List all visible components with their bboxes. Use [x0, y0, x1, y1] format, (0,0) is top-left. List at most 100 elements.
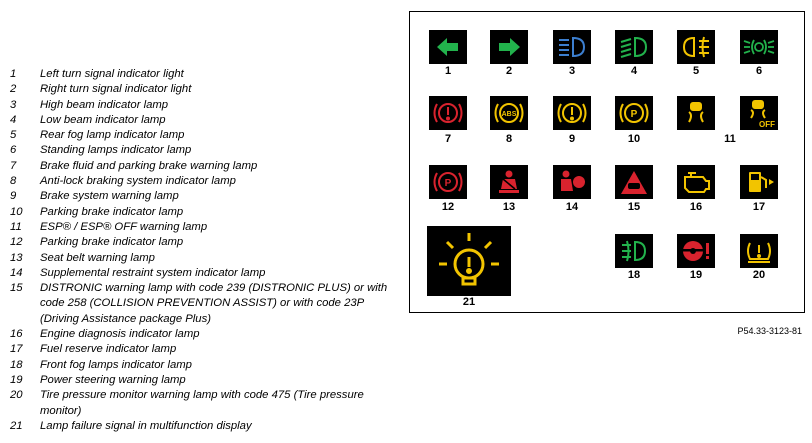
- item-text: Power steering warning lamp: [40, 373, 186, 386]
- list-item: 12 Parking brake indicator lamp: [10, 235, 390, 250]
- item-number: 8: [10, 175, 17, 188]
- item-text: Standing lamps indicator lamp: [40, 144, 192, 157]
- high-beam-icon: [553, 30, 591, 64]
- left-arrow-icon: [429, 30, 467, 64]
- lamp-number: 3: [568, 65, 576, 77]
- lamp-number: 1: [444, 65, 452, 77]
- item-number: 15: [10, 282, 23, 295]
- item-number: 17: [10, 343, 23, 356]
- parking-badge: P: [445, 178, 452, 189]
- lamp-number: 6: [755, 65, 763, 77]
- item-number: 19: [10, 373, 23, 386]
- abs-icon: ABS: [490, 96, 528, 130]
- lamp-number: 8: [505, 133, 513, 145]
- lamp-number: 12: [441, 201, 455, 213]
- lamp-number: 11: [724, 133, 736, 145]
- list-item: 7 Brake fluid and parking brake warning l…: [10, 159, 390, 174]
- lamp-number: 16: [689, 201, 703, 213]
- tire-pressure-icon: [740, 234, 778, 268]
- lamp-number: 20: [752, 269, 766, 281]
- item-number: 5: [10, 129, 17, 142]
- item-number: 12: [10, 236, 23, 249]
- item-number: 2: [10, 83, 17, 96]
- item-text: Low beam indicator lamp: [40, 113, 166, 126]
- right-arrow-icon: [490, 30, 528, 64]
- list-item: 4 Low beam indicator lamp: [10, 113, 390, 128]
- item-number: 10: [10, 205, 23, 218]
- item-number: 18: [10, 358, 23, 371]
- item-number: 7: [10, 159, 17, 172]
- lamp-failure-icon: [427, 226, 511, 296]
- rear-fog-icon: [677, 30, 715, 64]
- item-text: Tire pressure monitor warning lamp with …: [40, 389, 364, 417]
- parking-brake-icon: P: [429, 165, 467, 199]
- item-number: 14: [10, 266, 23, 279]
- power-steering-icon: [677, 234, 715, 268]
- list-item: 14 Supplemental restraint system indicato…: [10, 266, 390, 281]
- item-number: 20: [10, 389, 23, 402]
- list-item: 9 Brake system warning lamp: [10, 189, 390, 204]
- item-number: 9: [10, 190, 17, 203]
- item-text: Parking brake indicator lamp: [40, 236, 184, 249]
- list-item: 18 Front fog lamps indicator lamp: [10, 358, 390, 373]
- lamp-number: 10: [627, 133, 641, 145]
- item-text: Left turn signal indicator light: [40, 68, 184, 80]
- esp-icon: [677, 96, 715, 130]
- distronic-icon: [615, 165, 653, 199]
- list-item: 2 Right turn signal indicator light: [10, 82, 390, 97]
- item-text: High beam indicator lamp: [40, 98, 169, 111]
- low-beam-icon: [615, 30, 653, 64]
- list-item: 21 Lamp failure signal in multifunction d…: [10, 419, 390, 434]
- list-item: 20 Tire pressure monitor warning lamp wit…: [10, 388, 390, 419]
- list-item: 3 High beam indicator lamp: [10, 98, 390, 113]
- lamp-number: 17: [752, 201, 766, 213]
- lamp-number: 15: [627, 201, 641, 213]
- lamp-number: 2: [505, 65, 513, 77]
- list-item: 10 Parking brake indicator lamp: [10, 205, 390, 220]
- esp-off-badge: OFF: [759, 120, 775, 129]
- brake-system-icon: [553, 96, 591, 130]
- seat-belt-icon: [490, 165, 528, 199]
- lamp-number: 13: [502, 201, 516, 213]
- lamp-number: 5: [692, 65, 700, 77]
- item-number: 6: [10, 144, 17, 157]
- engine-icon: [677, 165, 715, 199]
- legend-list: 1 Left turn signal indicator light 2 Right…: [10, 67, 390, 434]
- item-number: 1: [10, 68, 17, 80]
- lamp-number: 7: [444, 133, 452, 145]
- item-number: 4: [10, 113, 17, 126]
- brake-warning-icon: [429, 96, 467, 130]
- item-number: 16: [10, 328, 23, 341]
- airbag-icon: [553, 165, 591, 199]
- lamp-number: 14: [565, 201, 579, 213]
- front-fog-icon: [615, 234, 653, 268]
- item-text: Front fog lamps indicator lamp: [40, 358, 192, 371]
- item-text: Brake system warning lamp: [40, 190, 179, 203]
- indicator-panel: 1 2 3 4 5 6 7 ABS 8 9 P 10 OFF 11 P: [409, 11, 805, 313]
- fuel-icon: [740, 165, 778, 199]
- item-text: Anti-lock braking system indicator lamp: [40, 175, 236, 188]
- item-text: Parking brake indicator lamp: [40, 205, 184, 218]
- item-text: Brake fluid and parking brake warning la…: [40, 159, 258, 172]
- item-text: Supplemental restraint system indicator …: [40, 266, 266, 279]
- item-number: 21: [10, 419, 23, 432]
- item-number: 13: [10, 251, 23, 264]
- list-item: 1 Left turn signal indicator light: [10, 67, 390, 82]
- parking-badge: P: [631, 109, 638, 120]
- item-text: Right turn signal indicator light: [40, 83, 192, 96]
- list-item: 19 Power steering warning lamp: [10, 373, 390, 388]
- item-text: Lamp failure signal in multifunction dis…: [40, 419, 252, 432]
- abs-badge: ABS: [502, 111, 517, 118]
- list-item: 6 Standing lamps indicator lamp: [10, 143, 390, 158]
- standing-lamps-icon: [740, 30, 778, 64]
- lamp-number: 21: [462, 296, 476, 308]
- lamp-number: 18: [627, 269, 641, 281]
- lamp-number: 4: [630, 65, 638, 77]
- item-number: 3: [10, 98, 17, 111]
